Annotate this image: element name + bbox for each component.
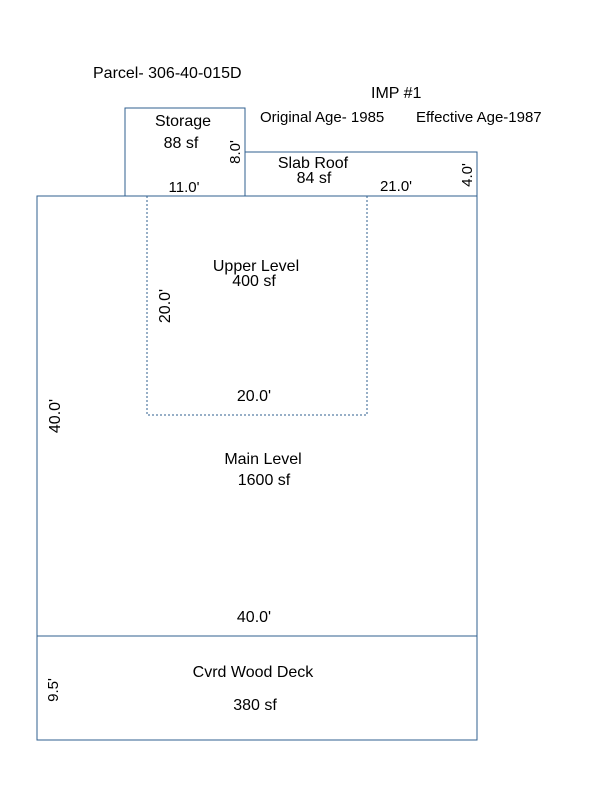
upper-level-width-dim: 20.0' — [237, 388, 271, 405]
storage-height-dim: 8.0' — [227, 140, 244, 164]
main-level-height-dim: 40.0' — [47, 399, 64, 433]
main-level-name: Main Level — [224, 451, 301, 468]
deck-name: Cvrd Wood Deck — [193, 664, 315, 681]
slab-roof-height-dim: 4.0' — [459, 163, 476, 187]
main-level-width-dim: 40.0' — [237, 609, 271, 626]
original-age-label: Original Age- 1985 — [260, 109, 384, 126]
storage-area: 88 sf — [164, 135, 199, 152]
upper-level-name: Upper Level — [213, 258, 299, 275]
slab-roof-name: Slab Roof — [278, 155, 349, 172]
deck-outline — [36, 635, 478, 741]
slab-roof-area: 84 sf — [297, 170, 332, 187]
upper-level-height-dim: 20.0' — [157, 289, 174, 323]
imp-label: IMP #1 — [371, 85, 422, 102]
deck-height-dim: 9.5' — [45, 678, 62, 702]
upper-level-outline — [146, 195, 368, 416]
storage-width-dim: 11.0' — [169, 179, 200, 196]
deck-area: 380 sf — [233, 697, 277, 714]
main-level-area: 1600 sf — [238, 472, 291, 489]
slab-roof-width-dim: 21.0' — [380, 178, 412, 195]
upper-level-area: 400 sf — [232, 273, 276, 290]
effective-age-label: Effective Age-1987 — [416, 109, 542, 126]
parcel-label: Parcel- 306-40-015D — [93, 65, 242, 82]
storage-name: Storage — [155, 113, 211, 130]
